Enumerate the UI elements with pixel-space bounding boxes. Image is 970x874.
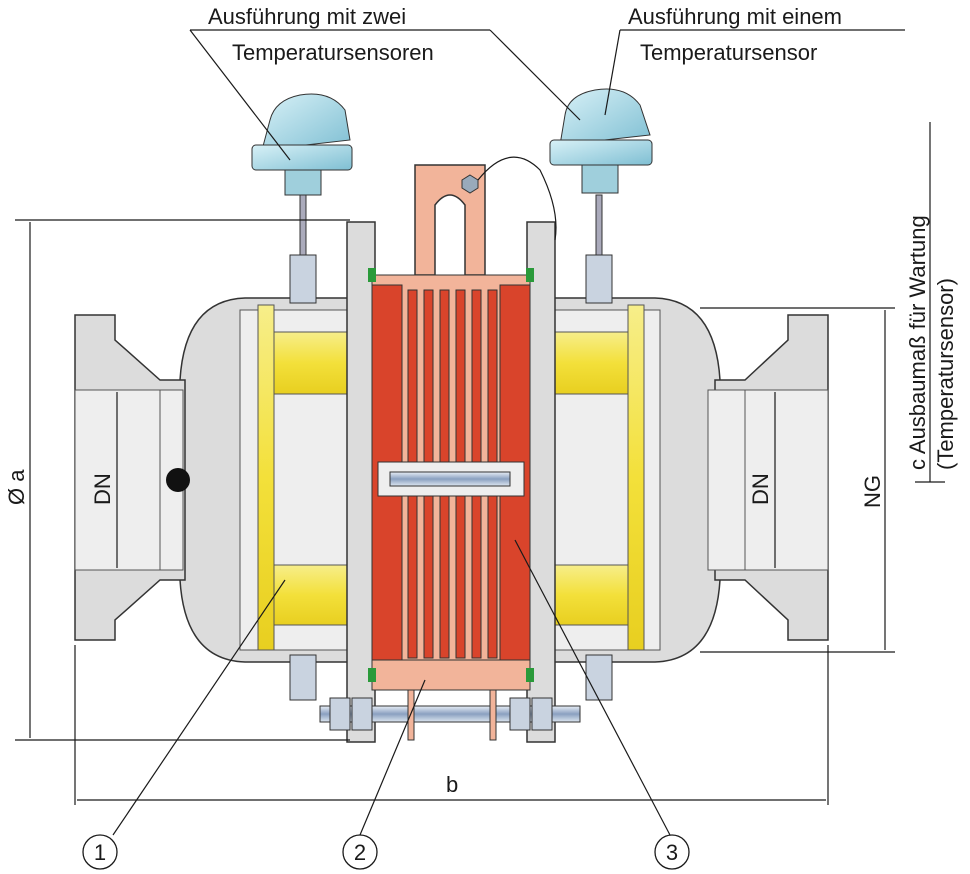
right-flange	[707, 314, 829, 641]
svg-text:1: 1	[94, 840, 106, 865]
dim-c-line2: (Temperatursensor)	[933, 278, 958, 470]
left-flange	[74, 314, 190, 641]
temperature-sensor-right-icon	[549, 88, 653, 194]
dim-diameter-a: Ø a	[4, 469, 29, 505]
callout-one-sensor-line1: Ausführung mit einem	[628, 4, 842, 29]
dim-dn-left: DN	[90, 473, 115, 505]
part-marker-3: 3	[654, 834, 690, 870]
flame-arrester-cage	[257, 304, 645, 651]
flame-arrester-element	[368, 268, 534, 691]
part-marker-1: 1	[82, 834, 118, 870]
tie-bolt	[319, 689, 581, 741]
leader-lines	[112, 29, 905, 836]
right-clamp-plate	[526, 221, 556, 743]
svg-text:2: 2	[354, 840, 366, 865]
svg-text:3: 3	[666, 840, 678, 865]
callout-two-sensors-line1: Ausführung mit zwei	[208, 4, 406, 29]
dimension-lines	[15, 122, 945, 805]
dim-b: b	[446, 772, 458, 797]
sensor-bosses	[289, 194, 613, 701]
dim-c-line1: c Ausbaumaß für Wartung	[905, 215, 930, 470]
dim-ng: NG	[860, 475, 885, 508]
drain-plug-icon	[166, 468, 190, 492]
left-clamp-plate	[346, 221, 376, 743]
temperature-sensor-left-icon	[251, 93, 353, 196]
callout-two-sensors-line2: Temperatursensoren	[232, 40, 434, 65]
callout-one-sensor-line2: Temperatursensor	[640, 40, 817, 65]
dim-dn-right: DN	[748, 473, 773, 505]
part-marker-2: 2	[342, 834, 378, 870]
